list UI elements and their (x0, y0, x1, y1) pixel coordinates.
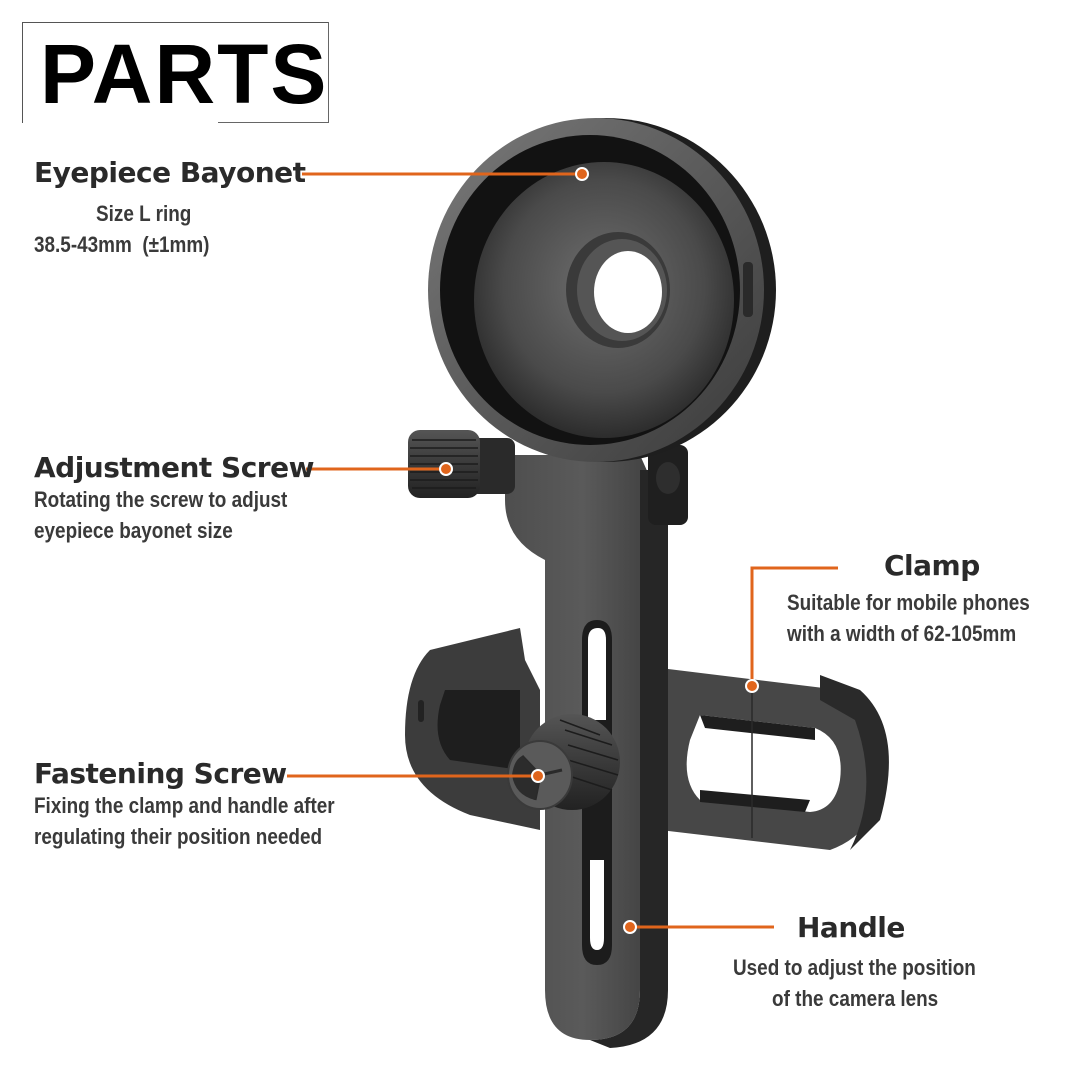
page-title: PARTS (40, 27, 329, 121)
callout-eyepiece-bayonet-line-1: Size L ring (96, 198, 207, 229)
callout-adjustment-screw: Adjustment Screw Rotating the screw to a… (34, 451, 329, 546)
clamp-dot (745, 679, 759, 693)
callout-eyepiece-bayonet-line-2: 38.5-43mm (±1mm) (34, 229, 238, 260)
callout-eyepiece-bayonet: Eyepiece Bayonet (34, 156, 306, 189)
callout-description: 38.5-43mm (±1mm) (34, 232, 210, 257)
callout-clamp-description: Suitable for mobile phones with a width … (787, 587, 1069, 649)
callout-description: Fixing the clamp and handle after (34, 793, 335, 818)
callout-handle-description: Used to adjust the position of the camer… (712, 952, 1012, 1014)
bracket-side-button (648, 445, 688, 525)
callout-description: regulating their position needed (34, 824, 323, 849)
fastening-screw-dot (531, 769, 545, 783)
eyepiece-ring (428, 118, 776, 462)
adjustment-screw-dot (439, 462, 453, 476)
clamp-right-arm (660, 668, 889, 850)
callout-fastening-screw: Fastening Screw Fixing the clamp and han… (34, 757, 384, 852)
callout-handle: Handle (797, 911, 905, 944)
handle-dot (623, 920, 637, 934)
callout-heading: Eyepiece Bayonet (34, 156, 306, 189)
callout-heading: Fastening Screw (34, 757, 287, 790)
callout-description: eyepiece bayonet size (34, 518, 233, 543)
callout-description: of the camera lens (772, 986, 939, 1011)
callout-dots (439, 167, 759, 934)
callout-heading: Adjustment Screw (34, 451, 314, 484)
callout-description: Size L ring (96, 201, 192, 226)
callout-lines (287, 172, 838, 929)
clamp-left-arm (405, 628, 540, 830)
callout-heading: Handle (797, 911, 905, 944)
callout-description: Suitable for mobile phones (787, 590, 1030, 615)
callout-clamp: Clamp (884, 549, 980, 582)
callout-description: Rotating the screw to adjust (34, 487, 288, 512)
eyepiece-bayonet-dot (575, 167, 589, 181)
title-frame (22, 22, 329, 123)
callout-heading: Clamp (884, 549, 980, 582)
callout-description: Used to adjust the position (733, 955, 976, 980)
adjustment-screw-knob (408, 430, 515, 498)
callout-description: with a width of 62-105mm (787, 621, 1017, 646)
